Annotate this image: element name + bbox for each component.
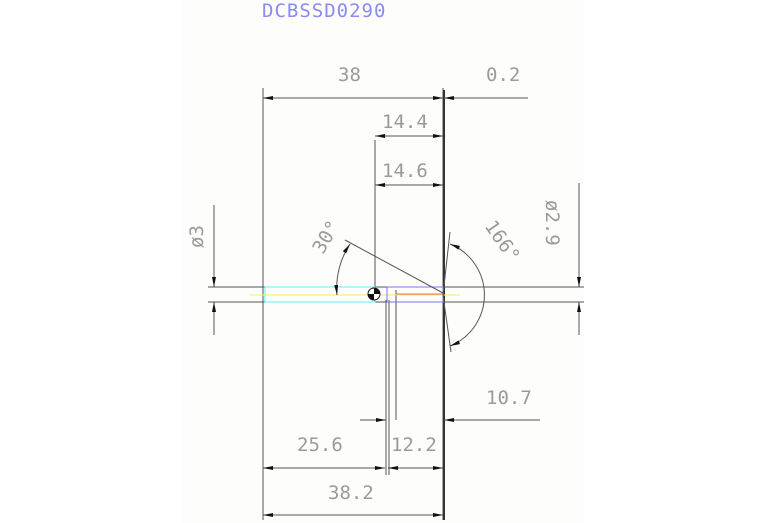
dim-mid-bottom: 12.2 [391,434,437,456]
dim-right-bottom: 10.7 [486,387,532,409]
angle-166-leader-top [442,231,451,296]
dim-left-bottom: 25.6 [297,434,343,456]
angle-30-arc [334,243,351,296]
angle-166-arc [449,243,485,347]
angle-166-leader-bottom [442,294,452,353]
dim-angle-left: 30° [308,217,344,258]
dim-overall-top: 38 [338,64,361,86]
dim-inner-1: 14.4 [382,111,428,133]
dim-lines-bottom [263,418,540,517]
dim-diameter-left-text: ø3 [186,225,208,248]
dim-lines-top [263,96,528,187]
angle-30-leader [344,239,444,294]
dim-diameter-right-text: ø2.9 [541,200,563,246]
drawing-canvas [181,0,584,523]
dim-angle-right: 166° [480,216,524,266]
dim-offset-top: 0.2 [486,64,520,86]
dim-overall-bottom: 38.2 [328,482,374,504]
dim-inner-2: 14.6 [382,160,428,182]
drawing-title: DCBSSD0290 [262,0,386,22]
center-mark-icon [367,287,381,301]
